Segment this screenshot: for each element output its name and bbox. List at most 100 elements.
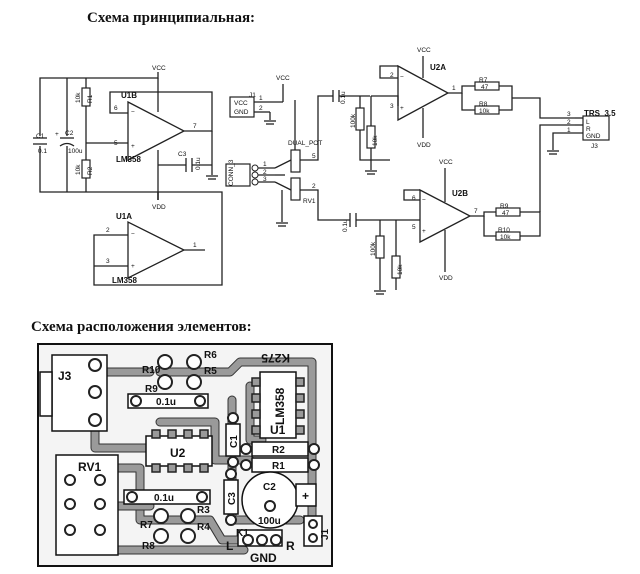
u1a-opamp: U1A LM358 − + 2 3 1 <box>93 191 223 286</box>
svg-text:−: − <box>131 231 135 238</box>
svg-text:10k: 10k <box>397 264 404 275</box>
conn3-connector: CONN_3 1 2 3 <box>225 159 275 187</box>
svg-text:TRS_3.5: TRS_3.5 <box>584 109 616 118</box>
svg-text:+: + <box>302 489 309 503</box>
svg-text:VCC: VCC <box>276 75 290 82</box>
svg-text:R10: R10 <box>498 227 510 234</box>
svg-text:GND: GND <box>586 133 601 140</box>
svg-text:C1: C1 <box>229 435 240 448</box>
schematic-heading: Схема принципиальная: <box>87 10 256 26</box>
svg-text:CONN_3: CONN_3 <box>228 159 235 186</box>
svg-text:10k: 10k <box>500 234 511 241</box>
svg-text:5: 5 <box>412 224 416 231</box>
svg-text:R10: R10 <box>142 365 161 376</box>
svg-text:R: R <box>286 539 295 553</box>
svg-text:R: R <box>586 126 591 133</box>
svg-text:1: 1 <box>452 85 456 92</box>
svg-text:R9: R9 <box>145 384 158 395</box>
svg-text:C3: C3 <box>178 151 187 158</box>
svg-text:R5: R5 <box>204 366 217 377</box>
svg-text:0.1u: 0.1u <box>156 397 176 408</box>
svg-text:1: 1 <box>259 95 263 102</box>
svg-text:R9: R9 <box>500 203 509 210</box>
svg-text:−: − <box>422 197 426 204</box>
svg-text:0.1u: 0.1u <box>340 91 347 104</box>
svg-text:L: L <box>226 539 233 553</box>
svg-text:10k: 10k <box>479 108 490 115</box>
c1-value: 0.1 <box>38 148 47 155</box>
svg-text:J1: J1 <box>320 528 331 540</box>
svg-text:1: 1 <box>263 161 267 168</box>
svg-text:VDD: VDD <box>417 142 431 149</box>
svg-text:C3: C3 <box>227 492 238 505</box>
svg-text:100u: 100u <box>258 516 281 527</box>
rv1-dual-pot: DUAL_POT RV1 5 2 <box>274 95 350 227</box>
svg-text:R1: R1 <box>272 461 285 472</box>
svg-text:+: + <box>131 143 135 150</box>
svg-text:R7: R7 <box>140 520 153 531</box>
c2-ref: C2 <box>65 130 74 137</box>
svg-text:+: + <box>400 105 404 112</box>
svg-text:+: + <box>422 228 426 235</box>
svg-text:3: 3 <box>263 176 267 183</box>
svg-text:1: 1 <box>567 127 571 134</box>
svg-text:R6: R6 <box>204 350 217 361</box>
svg-text:VDD: VDD <box>439 275 453 282</box>
svg-text:100k: 100k <box>370 241 377 256</box>
svg-text:10k: 10k <box>372 135 379 146</box>
c2-value: 100u <box>68 148 83 155</box>
svg-text:3: 3 <box>567 111 571 118</box>
svg-text:K1: K1 <box>236 528 249 539</box>
svg-text:6: 6 <box>412 195 416 202</box>
svg-text:C2: C2 <box>263 482 276 493</box>
svg-text:47: 47 <box>502 210 510 217</box>
pcb-u1-part: LM358 <box>273 387 287 425</box>
pcb-j3-label: J3 <box>58 369 72 383</box>
r2-value-sch: 10k <box>75 164 82 175</box>
svg-text:3: 3 <box>390 103 394 110</box>
svg-text:2: 2 <box>259 105 263 112</box>
svg-text:−: − <box>400 74 404 81</box>
u1b-part: LM358 <box>116 155 141 164</box>
j1-connector: VCC GND J1 1 2 VCC <box>229 75 290 125</box>
svg-text:0.1u: 0.1u <box>195 157 202 170</box>
u1a-part: LM358 <box>112 276 137 285</box>
pcb-u1-label: U1 <box>270 423 286 437</box>
svg-text:2: 2 <box>312 183 316 190</box>
svg-text:2: 2 <box>567 119 571 126</box>
r1-value-sch: 10k <box>75 92 82 103</box>
svg-text:U2A: U2A <box>430 63 446 72</box>
svg-text:+: + <box>55 131 59 138</box>
svg-text:VCC: VCC <box>417 47 431 54</box>
svg-text:7: 7 <box>474 208 478 215</box>
svg-text:VCC: VCC <box>234 100 248 107</box>
svg-text:J3: J3 <box>591 143 598 150</box>
pcb-board-code: K275 <box>261 351 290 365</box>
svg-text:+: + <box>131 263 135 270</box>
svg-text:R8: R8 <box>142 541 155 552</box>
c1-c2-section: C1 0.1 + C2 100u 10k 10k R1 R2 <box>33 72 159 200</box>
svg-text:L: L <box>586 119 590 126</box>
svg-text:R2: R2 <box>87 166 94 175</box>
u1b-ref: U1B <box>121 91 137 100</box>
svg-text:2: 2 <box>263 169 267 176</box>
c1-ref: C1 <box>36 133 45 140</box>
pcb-u2-label: U2 <box>170 446 186 460</box>
svg-text:2: 2 <box>106 227 110 234</box>
pcb-layout: J3 RV1 R10 R9 R6 R5 0.1u U2 <box>37 343 333 567</box>
svg-text:3: 3 <box>106 258 110 265</box>
svg-text:100k: 100k <box>350 113 357 128</box>
svg-text:R7: R7 <box>479 77 488 84</box>
svg-text:−: − <box>131 109 135 116</box>
vcc-label-1: VCC <box>152 65 166 72</box>
svg-text:GND: GND <box>250 551 277 565</box>
u1b-opamp: U1B LM358 − + 6 5 7 VCC VDD C3 0.1u <box>86 65 218 211</box>
svg-text:R2: R2 <box>272 445 285 456</box>
svg-text:7: 7 <box>193 123 197 130</box>
svg-text:U2B: U2B <box>452 189 468 198</box>
svg-text:R4: R4 <box>197 522 210 533</box>
vdd-label-1: VDD <box>152 204 166 211</box>
u1a-ref: U1A <box>116 212 132 221</box>
pcb-rv1-label: RV1 <box>78 460 101 474</box>
